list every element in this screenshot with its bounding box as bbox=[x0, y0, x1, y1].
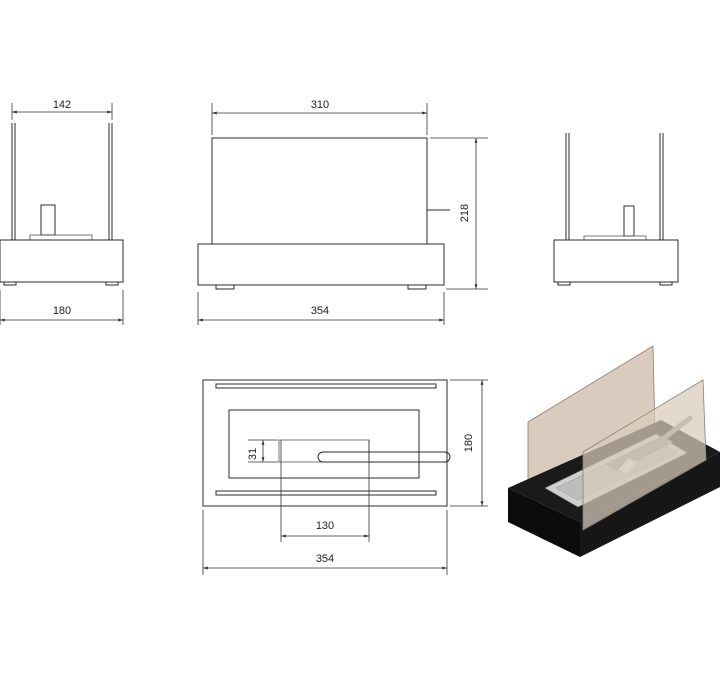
dim-top-depth: 180 bbox=[463, 434, 475, 452]
dim-front-glass-width: 310 bbox=[311, 99, 329, 111]
side-view-left: 142 180 bbox=[0, 99, 124, 325]
dim-top-burner-depth: 31 bbox=[247, 448, 259, 460]
fireplace-3d-render bbox=[508, 345, 720, 557]
dim-side-glass-depth: 142 bbox=[53, 99, 71, 111]
front-view: 310 218 354 bbox=[197, 99, 488, 325]
dim-top-burner-width: 130 bbox=[316, 520, 334, 532]
dim-front-height: 218 bbox=[459, 204, 471, 222]
front-glass-panel bbox=[582, 379, 707, 531]
side-view-right bbox=[553, 133, 679, 286]
top-view: 31 130 180 354 bbox=[202, 379, 488, 575]
dim-side-base-depth: 180 bbox=[53, 305, 71, 317]
dim-front-base-width: 354 bbox=[311, 305, 329, 317]
dim-top-width: 354 bbox=[316, 553, 334, 565]
base-side bbox=[580, 452, 720, 557]
base-front bbox=[508, 488, 580, 557]
